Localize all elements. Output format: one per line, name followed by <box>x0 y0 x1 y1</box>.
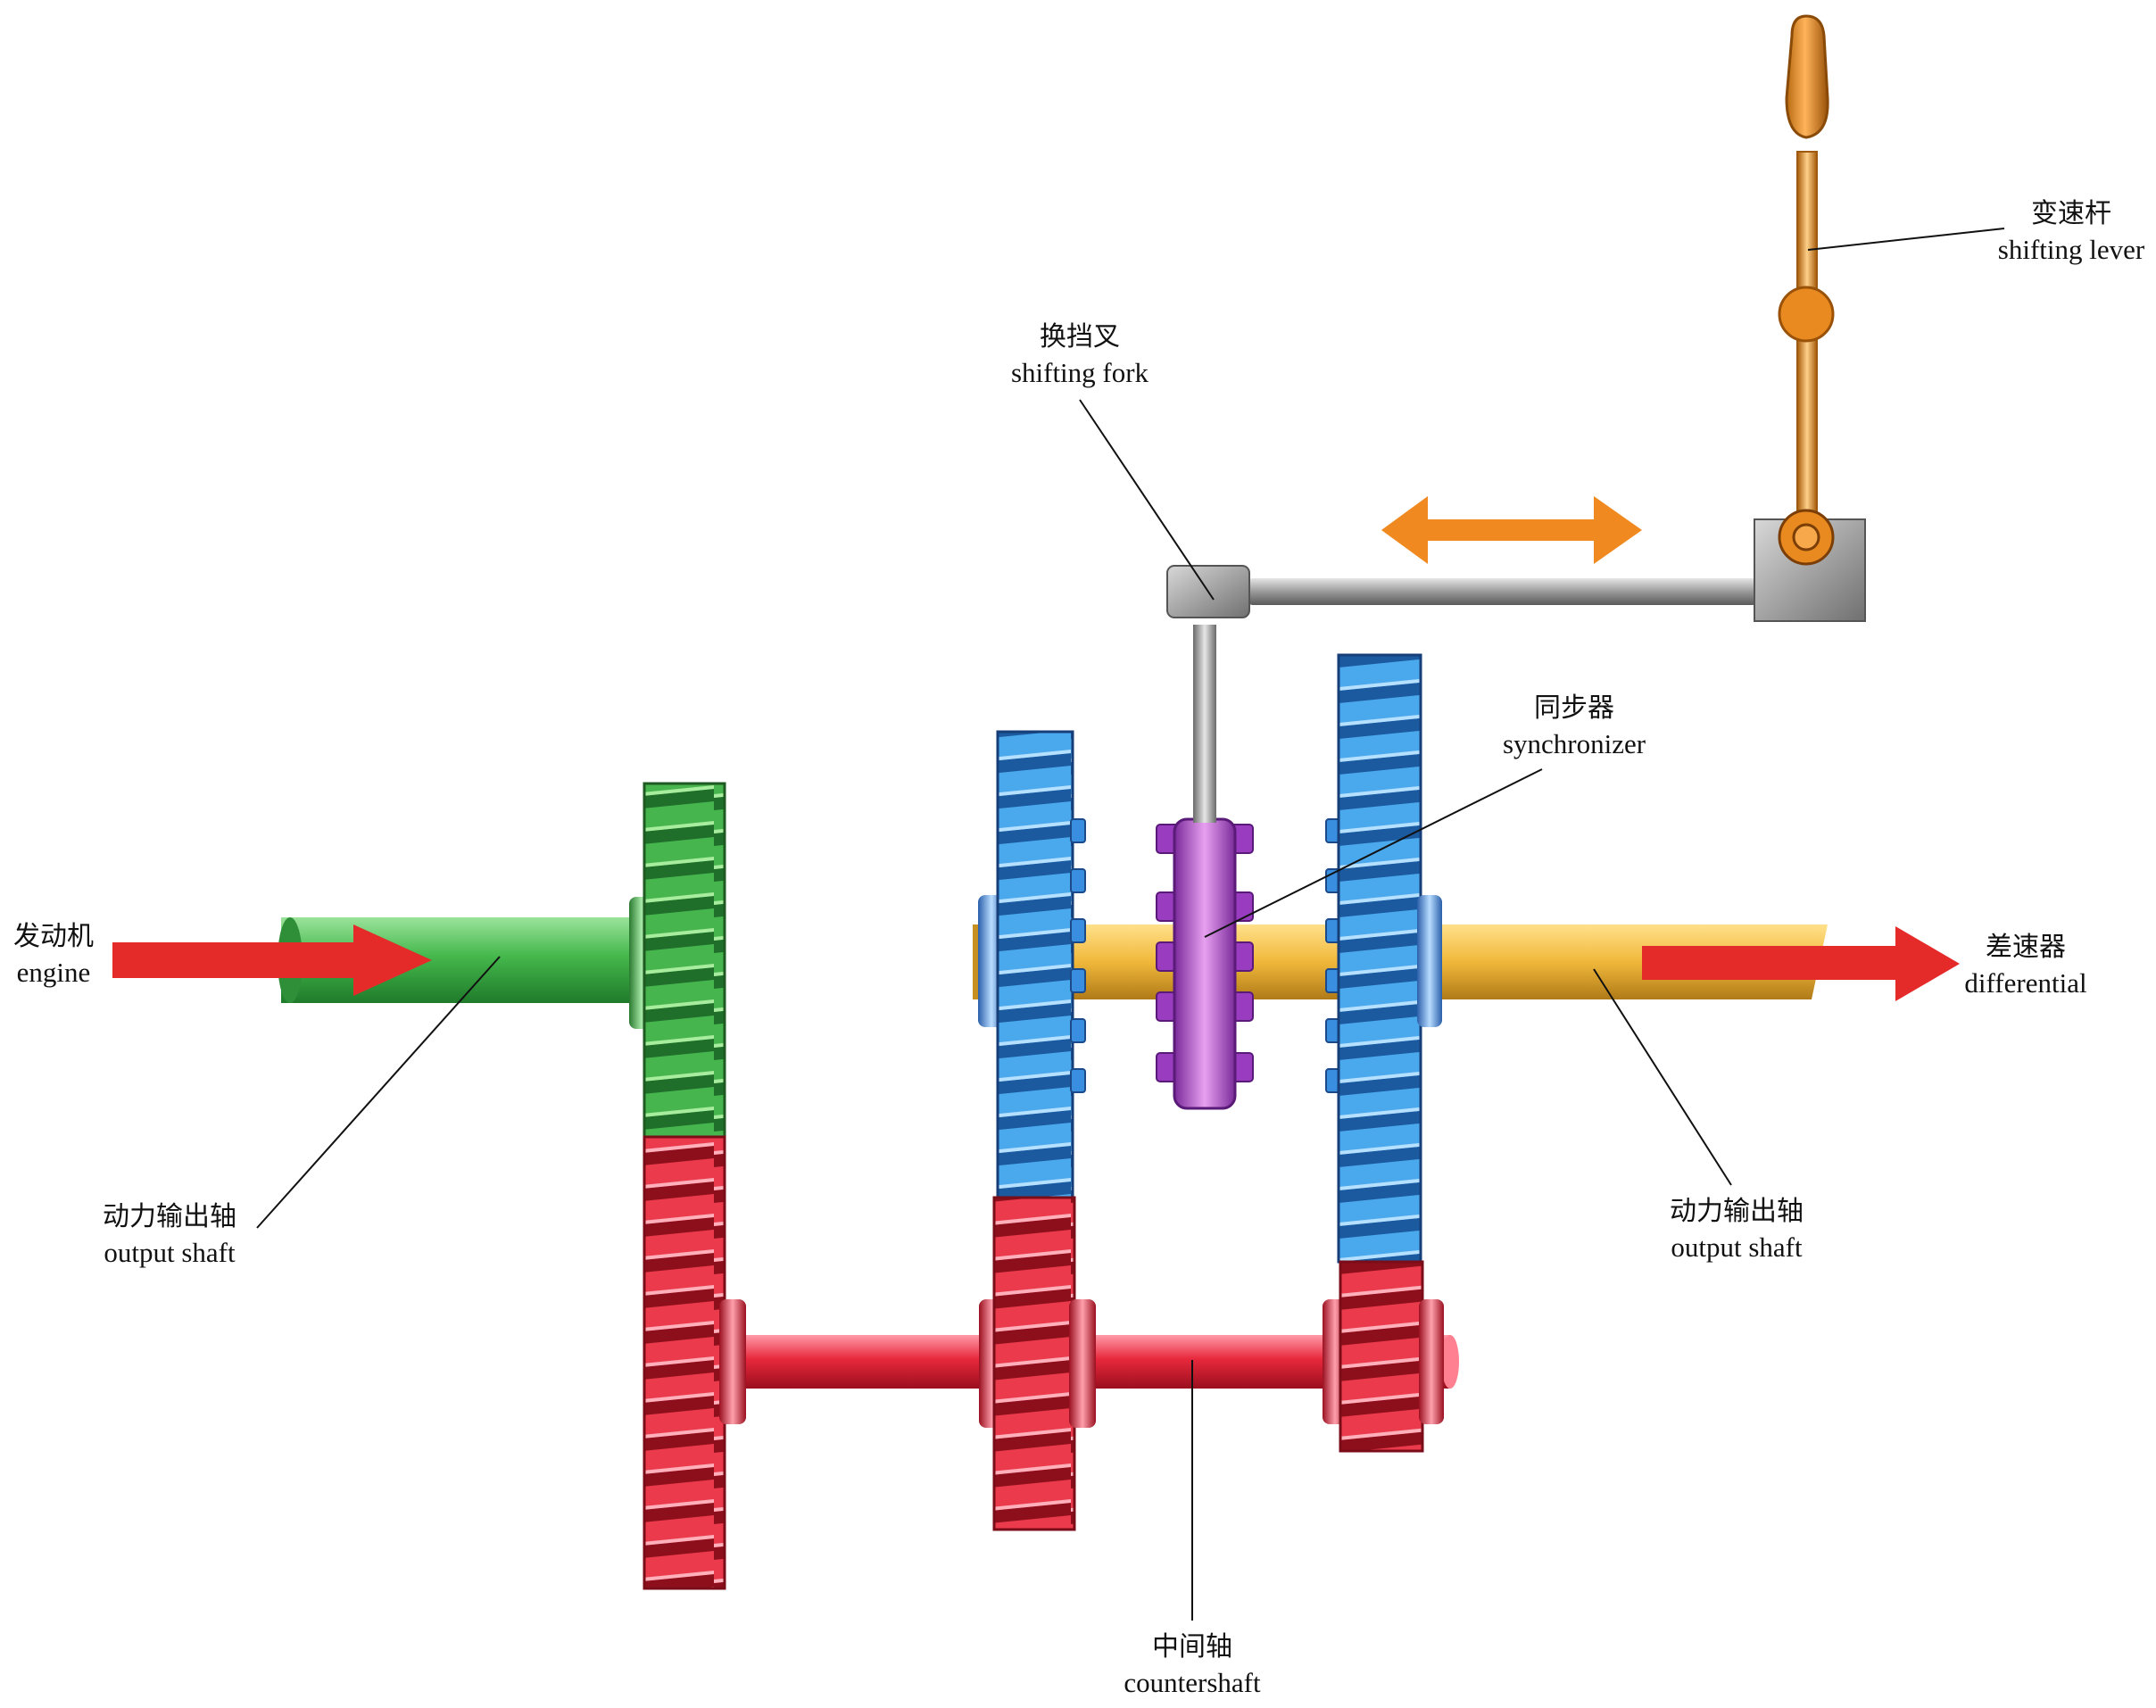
leader-shifting-fork <box>1079 399 1215 601</box>
leader-shifting-lever <box>1807 228 2005 251</box>
counter-gear-2-hub-right <box>1069 1299 1096 1428</box>
counter-gear-3-hub-right <box>1419 1299 1444 1424</box>
label-output-shaft-right-zh: 动力输出轴 <box>1670 1196 1804 1227</box>
lever-joint <box>1778 286 1835 343</box>
differential-output-arrow <box>1642 926 1960 1001</box>
label-synchronizer-en: synchronizer <box>1502 728 1646 759</box>
fork-stem <box>1193 625 1216 823</box>
shift-rail <box>1248 578 1758 605</box>
label-shifting-fork: 换挡叉 shifting fork <box>991 319 1169 391</box>
label-synchronizer: 同步器 synchronizer <box>1485 691 1663 762</box>
leader-lines <box>256 228 2005 1621</box>
label-output-shaft-left-zh: 动力输出轴 <box>103 1201 236 1232</box>
output-gear-1 <box>996 730 1074 1199</box>
synchronizer-sleeve <box>1173 817 1237 1110</box>
label-shifting-fork-en: shifting fork <box>1010 357 1149 388</box>
label-shifting-lever-zh: 变速杆 <box>2031 198 2111 229</box>
output-gear-2-dog-teeth <box>1325 818 1341 1093</box>
countershaft-end-cap <box>1441 1335 1459 1389</box>
leader-synchronizer <box>1204 768 1543 938</box>
shift-direction-arrow <box>1381 496 1642 564</box>
output-gear-2 <box>1337 653 1422 1264</box>
label-output-shaft-left: 动力输出轴 output shaft <box>80 1199 259 1271</box>
label-shifting-fork-zh: 换挡叉 <box>1040 321 1120 352</box>
output-gear-1-dog-teeth <box>1070 818 1086 1093</box>
counter-gear-large-hub <box>719 1299 746 1424</box>
label-output-shaft-right: 动力输出轴 output shaft <box>1647 1194 1826 1265</box>
label-shifting-lever: 变速杆 shifting lever <box>1986 196 2156 268</box>
lever-pivot-pin <box>1792 523 1820 551</box>
label-engine: 发动机 engine <box>0 919 107 991</box>
label-shifting-lever-en: shifting lever <box>1997 234 2145 265</box>
label-output-shaft-left-en: output shaft <box>104 1237 236 1268</box>
label-differential: 差速器 differential <box>1945 930 2106 1001</box>
counter-gear-3 <box>1339 1260 1424 1453</box>
lever-rod <box>1796 151 1818 545</box>
counter-gear-large <box>643 1135 726 1590</box>
label-output-shaft-right-en: output shaft <box>1671 1231 1803 1263</box>
lever-knob <box>1785 14 1829 139</box>
label-synchronizer-zh: 同步器 <box>1534 692 1614 724</box>
engine-input-arrow <box>112 924 432 996</box>
label-countershaft-en: countershaft <box>1124 1667 1261 1698</box>
label-differential-en: differential <box>1964 967 2087 999</box>
label-countershaft-zh: 中间轴 <box>1152 1631 1232 1662</box>
label-engine-en: engine <box>16 957 91 988</box>
label-engine-zh: 发动机 <box>13 921 94 952</box>
leader-output-shaft-left <box>256 956 501 1229</box>
output-gear-2-hub <box>1417 895 1442 1027</box>
label-countershaft: 中间轴 countershaft <box>1094 1629 1290 1701</box>
label-differential-zh: 差速器 <box>1986 932 2066 963</box>
leader-output-shaft-right <box>1593 968 1732 1186</box>
input-gear <box>643 782 726 1139</box>
counter-gear-2 <box>992 1196 1076 1531</box>
